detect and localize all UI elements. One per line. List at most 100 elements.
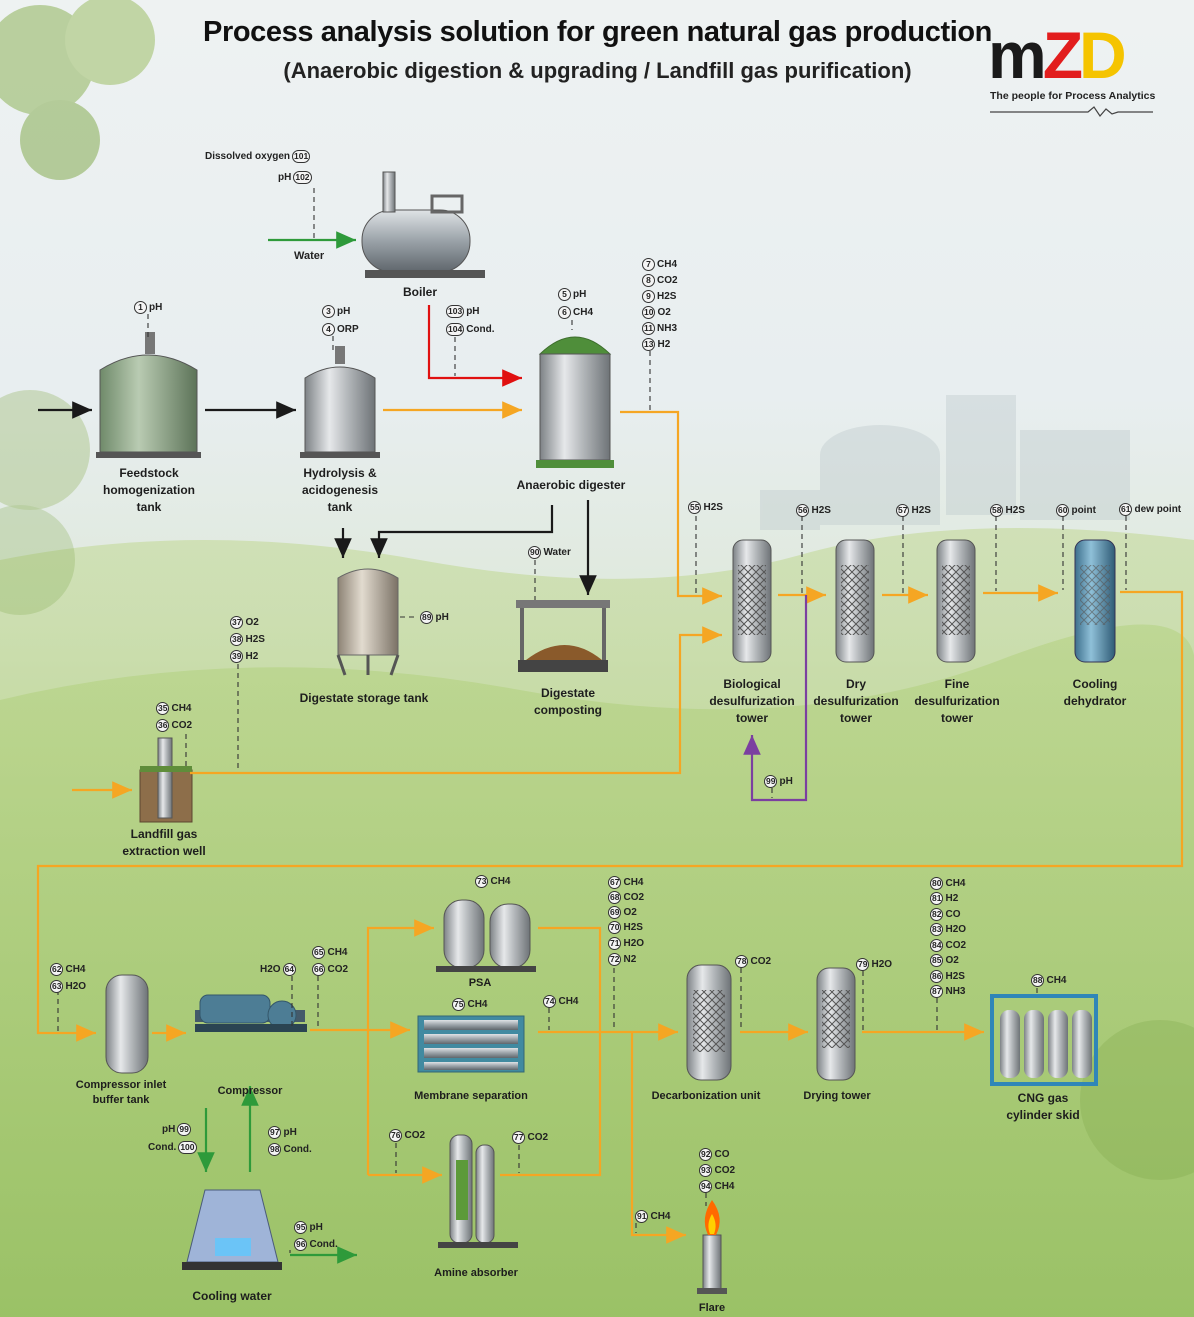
analyzer-taps xyxy=(57,188,1127,1253)
recycle-line xyxy=(743,595,808,802)
logo-wordmark: mZD xyxy=(988,22,1127,88)
page-subtitle: (Anaerobic digestion & upgrading / Landf… xyxy=(283,58,912,83)
landfill-gas-to-bio-desulf-line xyxy=(190,626,722,775)
upgrading-units-drawing xyxy=(417,899,536,1248)
hydrolysis-tank-drawing xyxy=(300,346,380,458)
decarbonization-label: Decarbonization unit xyxy=(651,1090,761,1102)
digestate-composting-label: Digestate composting xyxy=(534,686,602,717)
polishing-units-drawing xyxy=(686,964,856,1081)
logo-wave-icon xyxy=(990,106,1153,117)
desulfurization-towers-drawing xyxy=(732,539,1116,663)
logo-tagline: The people for Process Analytics xyxy=(990,90,1156,102)
distant-plant-silhouette xyxy=(760,395,1130,530)
bio-desulf-label: Biological desulfurization tower xyxy=(709,677,795,725)
psa-outlet-line xyxy=(500,926,602,1177)
drying-tower-label: Drying tower xyxy=(803,1090,871,1102)
feedstock-tank-drawing xyxy=(96,332,201,458)
company-logo: mZD The people for Process Analytics xyxy=(988,22,1158,117)
compression-train-drawing xyxy=(105,974,307,1074)
digester-label: Anaerobic digester xyxy=(516,478,626,492)
landfill-well-drawing xyxy=(139,737,193,823)
digestate-storage-label: Digestate storage tank xyxy=(299,691,429,705)
logo-letter-m: m xyxy=(988,18,1047,92)
digestate-composting-drawing xyxy=(516,600,610,672)
boiler-water-label: Water xyxy=(294,250,325,262)
compressor-buffer-label: Compressor inlet buffer tank xyxy=(75,1079,167,1106)
near-hill xyxy=(0,624,1194,1317)
boiler-hot-water-line xyxy=(427,305,522,387)
offgas-to-flare-line xyxy=(630,1032,686,1244)
fine-desulf-label: Fine desulfurization tower xyxy=(914,677,1000,725)
cooling-dehydrator-label: Cooling dehydrator xyxy=(1063,677,1127,708)
flare-label: Flare xyxy=(698,1302,726,1314)
dehydrator-to-buffer-line xyxy=(36,590,1184,1042)
compressor-label: Compressor xyxy=(217,1085,283,1097)
anaerobic-digester-drawing xyxy=(536,336,614,468)
tree-foliage xyxy=(0,0,1194,1180)
logo-letter-z: Z xyxy=(1042,18,1083,92)
hydrolysis-tank-label: Hydrolysis & acidogenesis tank xyxy=(301,466,379,514)
amine-absorber-label: Amine absorber xyxy=(434,1267,518,1279)
landfill-well-label: Landfill gas extraction well xyxy=(122,827,206,858)
cooling-water-label: Cooling water xyxy=(192,1289,272,1303)
page-title: Process analysis solution for green natu… xyxy=(203,16,992,48)
digester-to-storage-line xyxy=(370,505,554,558)
boiler-drawing xyxy=(361,171,485,278)
process-lines xyxy=(36,231,1184,1264)
header-to-psa-line xyxy=(366,919,434,1175)
biogas-to-bio-desulf-line xyxy=(620,410,722,605)
